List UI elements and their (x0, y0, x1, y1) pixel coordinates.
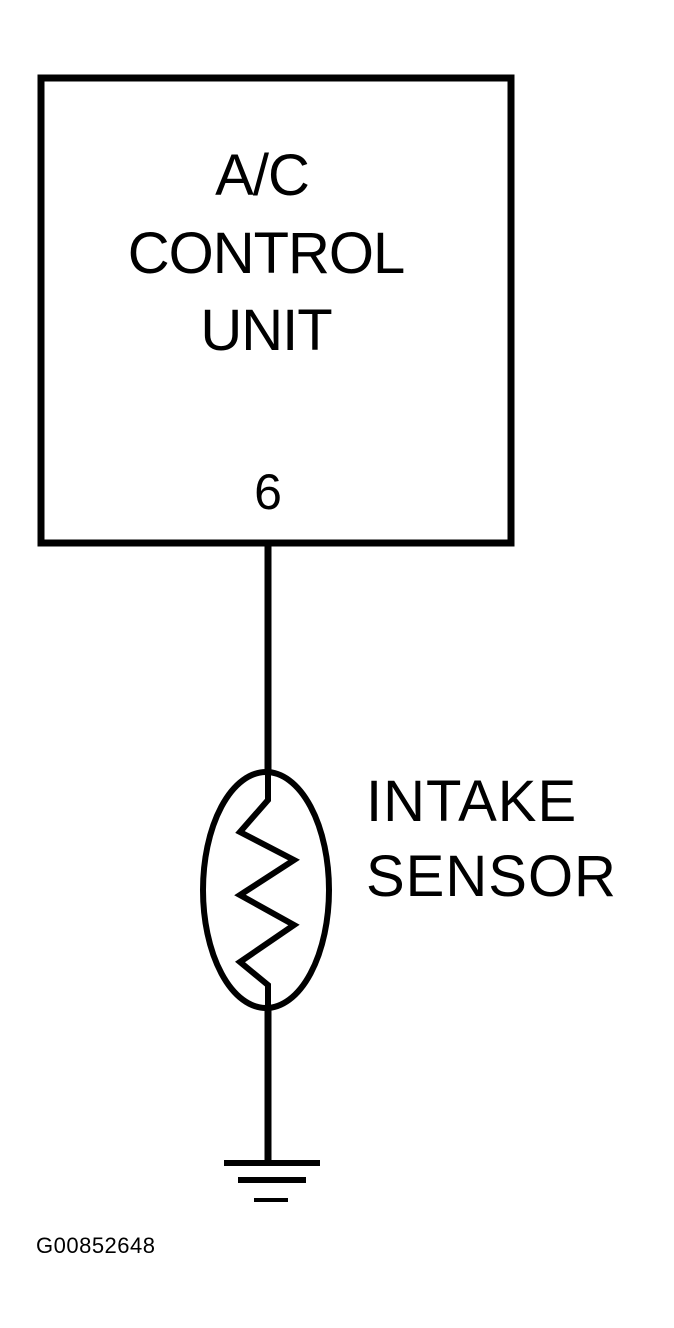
ground-icon (224, 1160, 320, 1202)
thermistor-zigzag-icon (234, 772, 300, 1008)
sensor-ellipse (200, 769, 332, 1011)
control-unit-box (37, 74, 515, 547)
control-unit-label-line1: A/C (215, 143, 309, 208)
figure-id: G00852648 (36, 1233, 156, 1258)
pin-number-label: 6 (254, 464, 282, 520)
sensor-label-line1: INTAKE (366, 769, 577, 834)
sensor-label-line2: SENSOR (366, 844, 617, 909)
control-unit-label-line2: CONTROL (128, 221, 405, 286)
control-unit-label-line3: UNIT (200, 298, 332, 363)
